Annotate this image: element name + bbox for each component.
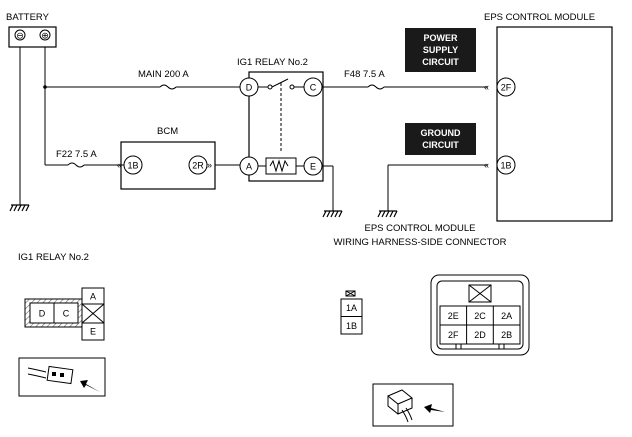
eps-box	[496, 26, 613, 222]
ground-symbol-eps	[377, 210, 398, 218]
bcm-pin-1b	[123, 155, 143, 175]
relay-switch-icon	[258, 78, 304, 153]
f22-fuse-label: F22 7.5 A	[56, 149, 97, 160]
eps-pin-1b	[496, 155, 516, 175]
svg-text:A: A	[246, 162, 252, 172]
eps-connector-pin-2d: 2D	[474, 330, 486, 340]
main-fuse-icon	[159, 84, 177, 90]
power-supply-box	[405, 28, 476, 72]
eps-pin-2f	[496, 77, 516, 97]
relay-connector-pin-a: A	[90, 292, 96, 302]
ground-circuit-box	[405, 123, 476, 155]
bcm-pin-2r	[188, 155, 208, 175]
svg-text:»: »	[207, 160, 212, 170]
battery-positive: ⊕	[41, 31, 49, 41]
f22-fuse-icon	[67, 162, 85, 168]
ground-symbol-relay	[322, 210, 343, 218]
eps-title: EPS CONTROL MODULE	[484, 12, 595, 23]
f48-fuse-label: F48 7.5 A	[344, 69, 385, 80]
svg-text:2F: 2F	[501, 83, 512, 93]
relay-coil-icon	[258, 157, 304, 175]
eps-connector-pin-2e: 2E	[448, 311, 459, 321]
small-connector-pin-1a: 1A	[346, 303, 357, 313]
svg-text:1B: 1B	[127, 161, 138, 171]
connector-caption-line1: EPS CONTROL MODULE	[364, 223, 475, 234]
connector-caption-line2: WIRING HARNESS-SIDE CONNECTOR	[334, 237, 507, 248]
battery-negative: ⊖	[16, 31, 24, 41]
eps-connector-pin-2a: 2A	[501, 311, 512, 321]
svg-text:CIRCUIT: CIRCUIT	[422, 140, 459, 150]
svg-text:D: D	[246, 83, 253, 93]
relay-connector-pin-e: E	[90, 327, 96, 337]
svg-text:«: «	[117, 160, 122, 170]
eps-connector-pin-2f: 2F	[448, 330, 459, 340]
ground-symbol-battery	[9, 204, 30, 212]
relay-title: IG1 RELAY No.2	[237, 57, 308, 68]
relay-connector-pin-c: C	[63, 309, 70, 319]
svg-text:E: E	[310, 162, 316, 172]
small-connector-face	[340, 290, 363, 335]
svg-text:1B: 1B	[500, 161, 511, 171]
relay-connector-pin-d: D	[39, 309, 46, 319]
eps-connector-face	[430, 274, 530, 356]
small-connector-pin-1b: 1B	[346, 321, 357, 331]
connector-view-icon-2	[372, 383, 454, 427]
connector-mark-2f: «	[484, 82, 489, 92]
eps-connector-pin-2c: 2C	[474, 311, 486, 321]
svg-text:SUPPLY: SUPPLY	[423, 45, 458, 55]
bcm-title: BCM	[157, 126, 178, 137]
f48-fuse-icon	[367, 84, 385, 90]
svg-text:GROUND: GROUND	[421, 128, 461, 138]
relay-box	[248, 71, 324, 182]
main-fuse-label: MAIN 200 A	[138, 69, 189, 80]
svg-text:POWER: POWER	[423, 33, 458, 43]
connector-view-icon	[18, 357, 106, 397]
svg-text:CIRCUIT: CIRCUIT	[422, 57, 459, 67]
relay-connector-face	[24, 287, 105, 341]
battery-label: BATTERY	[6, 12, 50, 23]
svg-text:2R: 2R	[192, 161, 204, 171]
eps-connector-pin-2b: 2B	[501, 330, 512, 340]
relay-connector-title: IG1 RELAY No.2	[18, 252, 89, 263]
battery-icon: ⊖ ⊕	[8, 26, 57, 48]
svg-text:C: C	[310, 83, 317, 93]
